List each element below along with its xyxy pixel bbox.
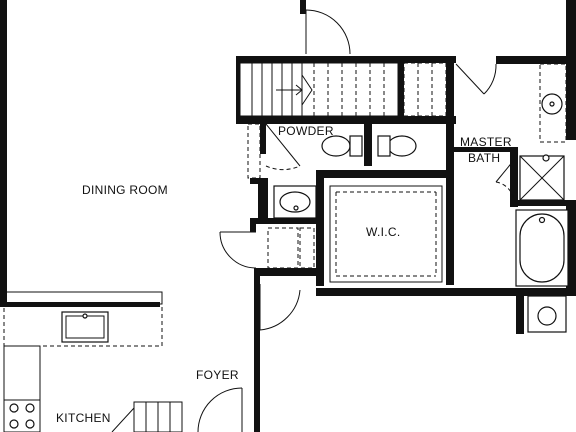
master-bath-label-line2: BATH — [468, 151, 500, 165]
foyer-label: FOYER — [196, 368, 239, 382]
powder-label: POWDER — [278, 124, 334, 138]
partitions — [247, 63, 567, 283]
room-labels: DINING ROOM POWDER MASTER BATH W.I.C. FO… — [56, 124, 512, 425]
kitchen-label: KITCHEN — [56, 411, 111, 425]
kitchen — [3, 291, 183, 432]
wic-label: W.I.C. — [366, 225, 400, 239]
stairs-upper — [239, 62, 447, 117]
dining-room-label: DINING ROOM — [82, 183, 168, 197]
doors — [197, 9, 515, 432]
master-bath-label-line1: MASTER — [460, 135, 512, 149]
fixtures — [273, 93, 569, 333]
